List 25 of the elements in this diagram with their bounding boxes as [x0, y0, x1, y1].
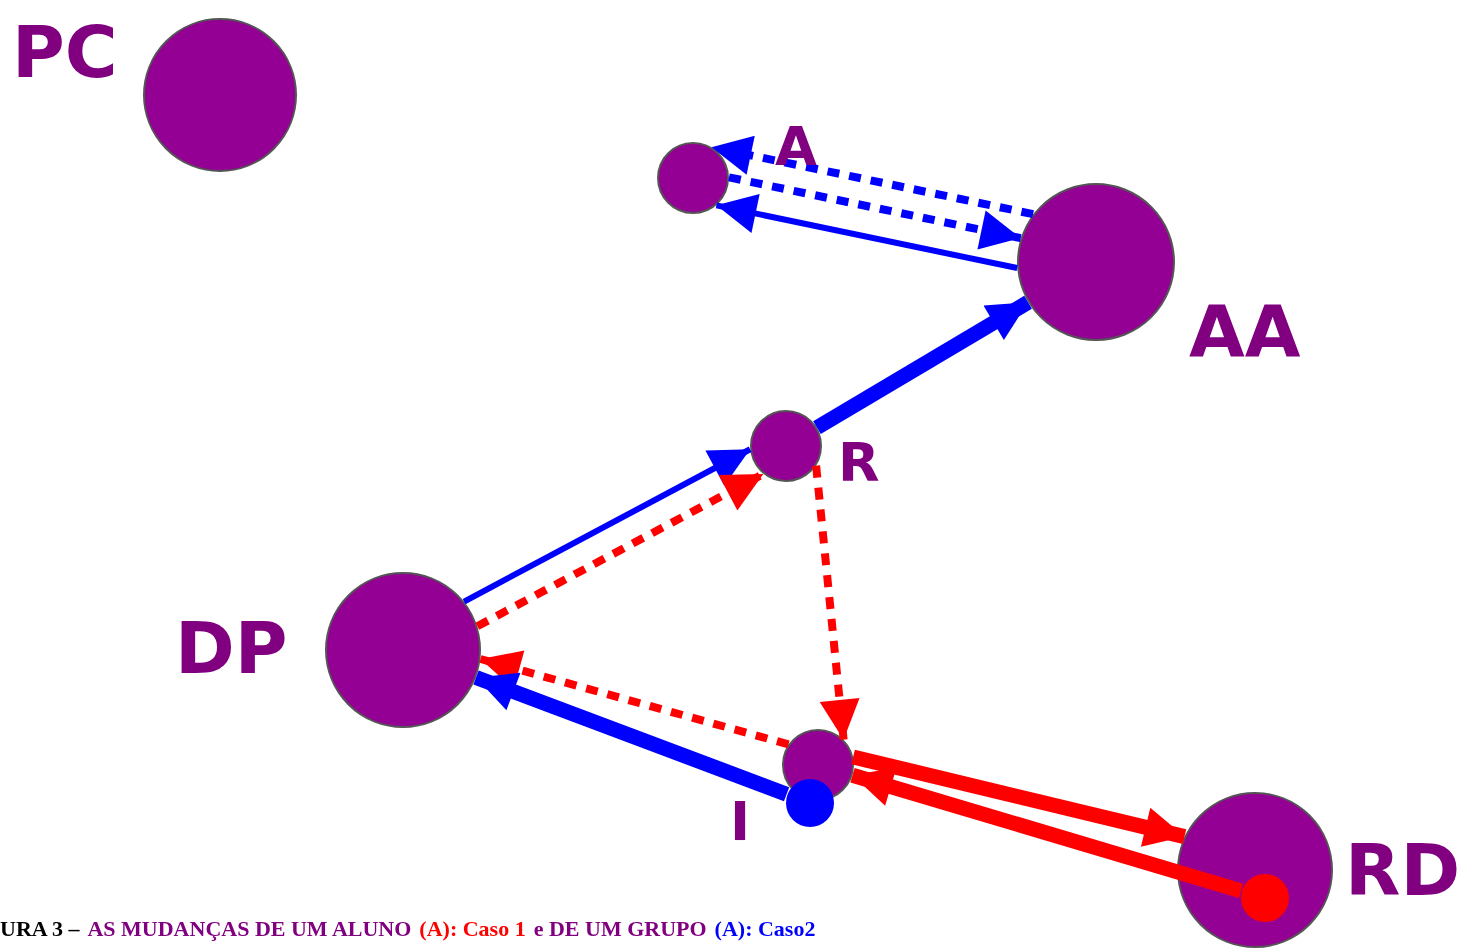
- arrow: [850, 767, 1244, 899]
- arrow: [462, 446, 752, 605]
- arrow: [479, 650, 790, 749]
- arrow: [728, 173, 1022, 250]
- node-label: RD: [1345, 834, 1461, 906]
- caption-text: (A): Caso 1: [419, 918, 526, 940]
- arrow: [710, 135, 1034, 219]
- node-label: I: [730, 795, 751, 849]
- caption-text: URA 3 –: [0, 918, 80, 940]
- arrow: [813, 295, 1032, 435]
- arrow: [475, 470, 766, 630]
- caption-text: e DE UM GRUPO: [533, 918, 707, 940]
- arrow: [473, 670, 790, 802]
- node-label: DP: [175, 612, 288, 684]
- arrow: [715, 193, 1018, 271]
- node-label: PC: [12, 16, 118, 88]
- node-label: R: [838, 436, 880, 490]
- node-label: AA: [1189, 295, 1301, 367]
- node-label: A: [775, 120, 817, 174]
- dot-marker: [785, 778, 835, 828]
- dot-marker: [1240, 873, 1290, 923]
- arrow: [812, 465, 860, 741]
- caption-text: (A): Caso2: [714, 918, 816, 940]
- caption-text: AS MUDANÇAS DE UM ALUNO: [87, 918, 412, 940]
- arrow: [851, 749, 1187, 847]
